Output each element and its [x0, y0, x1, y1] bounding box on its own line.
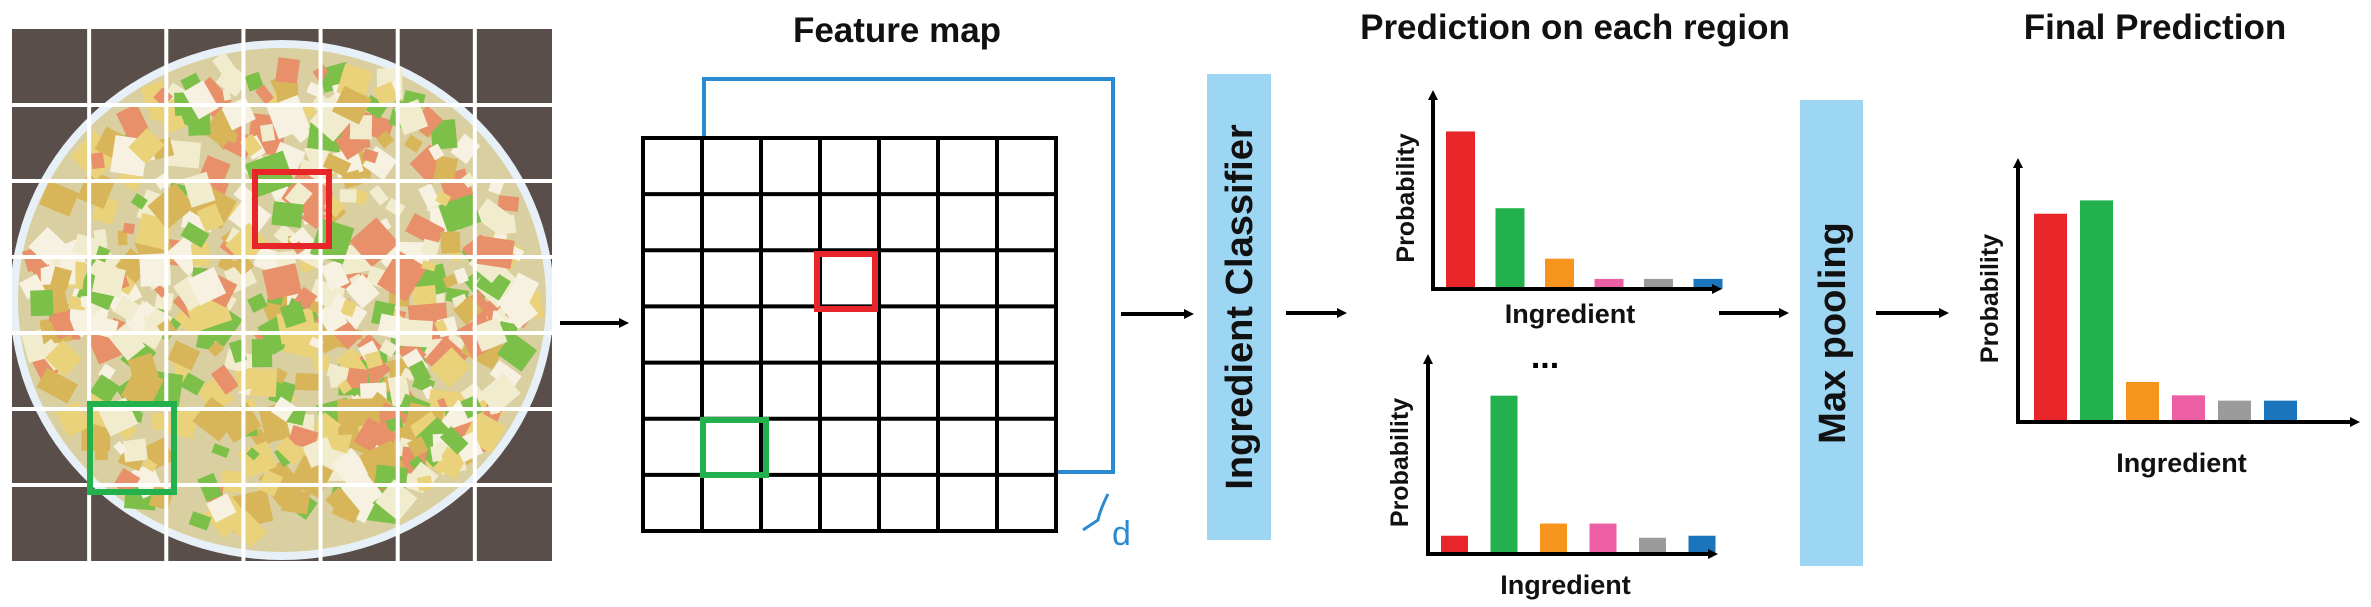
x-axis-label: Ingredient [1505, 299, 1636, 329]
final-prediction-title: Final Prediction [2024, 8, 2287, 47]
ellipsis: ... [1531, 338, 1559, 376]
max-pooling-block [1800, 100, 1863, 566]
max-pooling-label: Max pooling [1812, 222, 1854, 444]
ingredient-classifier-block [1207, 74, 1271, 540]
feature-red-cell [814, 251, 878, 312]
grid-border [641, 136, 1058, 533]
bar-c4 [1594, 278, 1624, 289]
bar-c1 [1441, 535, 1468, 554]
x-axis-label: Ingredient [1500, 570, 1631, 600]
y-axis-label: Probability [1976, 234, 2004, 363]
bar-c5 [1644, 278, 1673, 289]
prediction-each-region-title: Prediction on each region [1360, 8, 1790, 47]
bar-c6 [1688, 535, 1716, 554]
feature-depth-outline [702, 77, 1115, 474]
bar-c2 [1490, 395, 1518, 554]
bar-c5 [2218, 400, 2251, 422]
photo-region-grid [12, 29, 552, 561]
bar-c3 [2126, 381, 2159, 422]
bar-c4 [2172, 395, 2205, 422]
y-axis-label: Probability [1386, 398, 1414, 527]
bar-c3 [1540, 523, 1567, 554]
bar-c2 [2080, 200, 2113, 422]
bar-c1 [2034, 213, 2067, 422]
bar-c3 [1545, 258, 1574, 289]
depth-label: d [1112, 515, 1131, 553]
ingredient-classifier-label: Ingredient Classifier [1219, 124, 1261, 490]
y-axis-label: Probability [1392, 133, 1420, 262]
bar-c5 [1639, 537, 1666, 554]
bar-c4 [1589, 523, 1617, 554]
feature-green-cell [700, 417, 769, 478]
photo-red-region [252, 169, 332, 249]
bar-c6 [1693, 278, 1723, 289]
bar-c1 [1446, 131, 1475, 289]
feature-map-title: Feature map [793, 11, 1001, 50]
bar-c6 [2264, 400, 2297, 422]
depth-brace-icon [1082, 493, 1110, 532]
bar-c2 [1495, 208, 1525, 289]
x-axis-label: Ingredient [2116, 448, 2247, 478]
photo-green-region [87, 401, 177, 495]
